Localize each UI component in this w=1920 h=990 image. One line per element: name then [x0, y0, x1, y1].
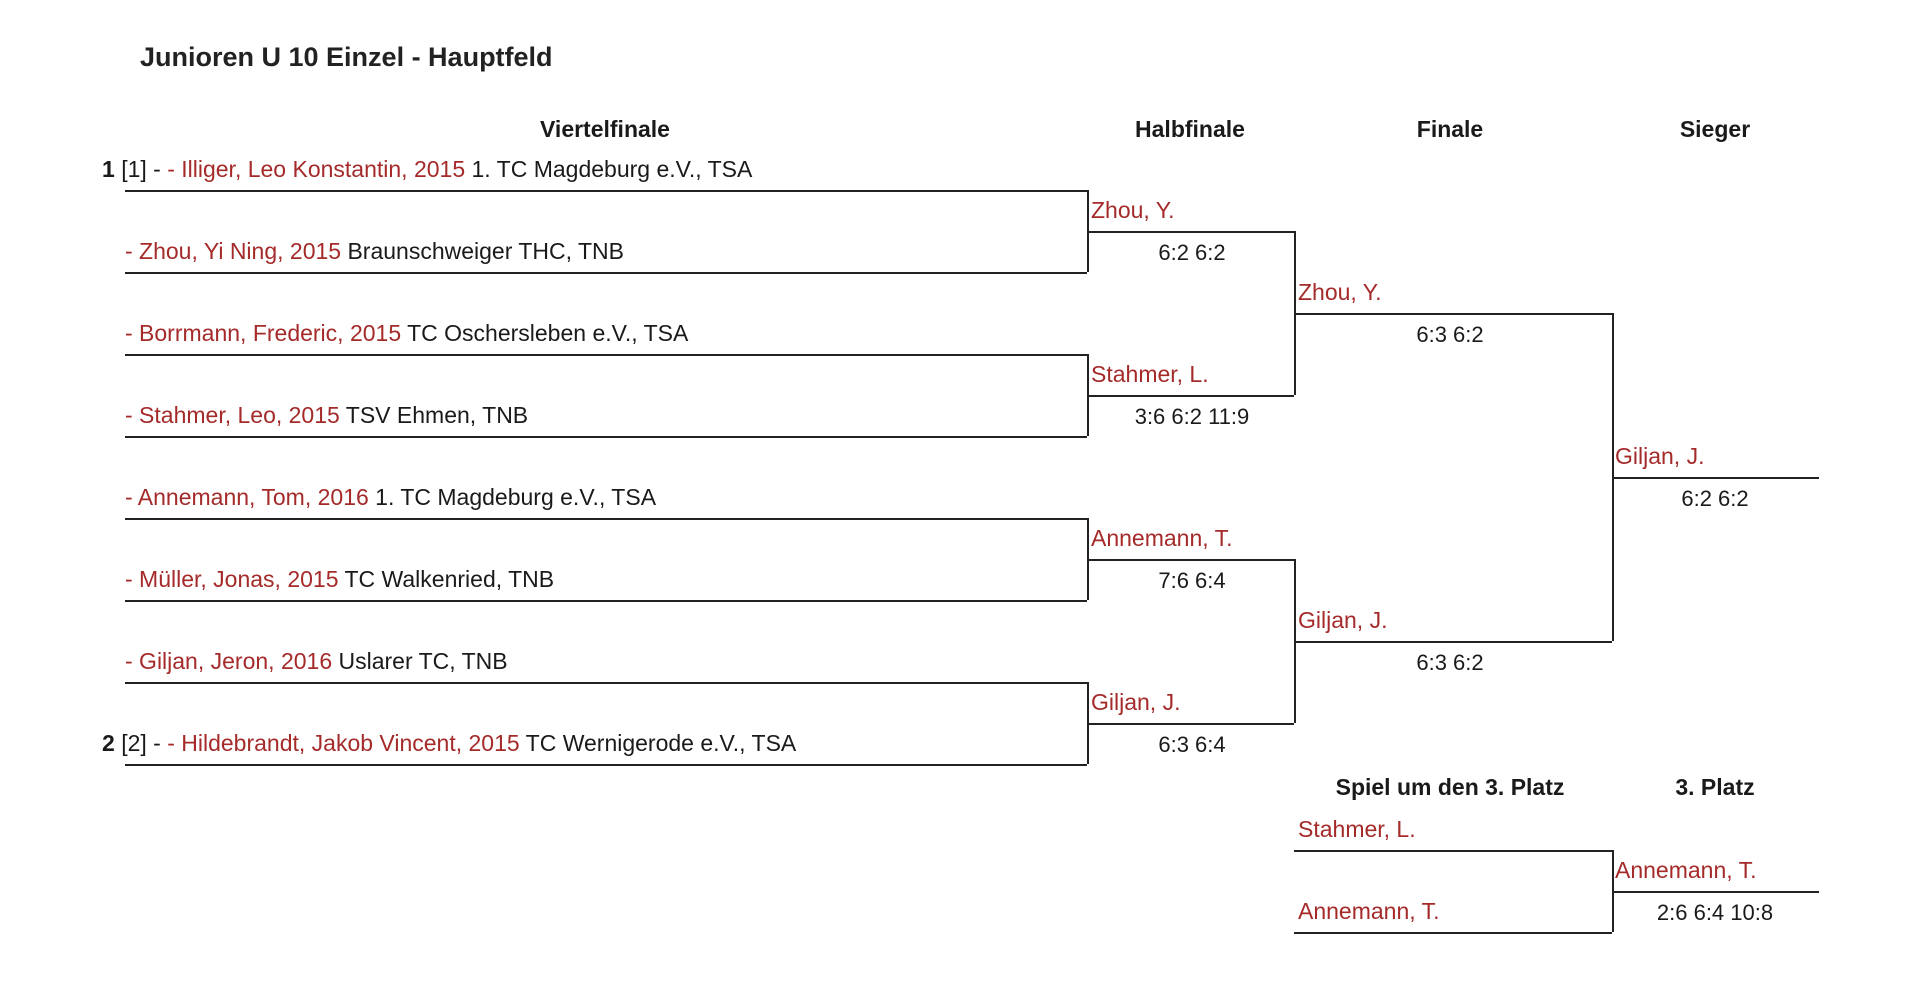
seed-label: [1] - [121, 156, 161, 182]
bracket-line [125, 272, 1087, 274]
draw-entry: - Stahmer, Leo, 2015 TSV Ehmen, TNB [125, 402, 528, 429]
bracket-line [1294, 850, 1612, 852]
header-halbfinale: Halbfinale [1135, 116, 1245, 142]
match-score: 3:6 6:2 11:9 [1134, 404, 1250, 429]
bracket-line [125, 600, 1087, 602]
semifinal-winner-link[interactable]: Zhou, Y. [1091, 197, 1175, 223]
semifinal-winner-link[interactable]: Giljan, J. [1091, 689, 1181, 715]
bracket-line [1612, 477, 1819, 479]
player-name-link[interactable]: - Stahmer, Leo, 2015 [125, 402, 340, 428]
header-finale: Finale [1416, 116, 1484, 142]
header-viertelfinale: Viertelfinale [540, 116, 670, 142]
bracket-line [1294, 641, 1612, 643]
bracket-line [1294, 932, 1612, 934]
player-name-link[interactable]: - Müller, Jonas, 2015 [125, 566, 339, 592]
bracket-line [1087, 231, 1294, 233]
match-score: 6:3 6:2 [1416, 322, 1484, 347]
final-winner-link[interactable]: Giljan, J. [1298, 607, 1388, 633]
bracket-line [125, 354, 1087, 356]
player-club: Braunschweiger THC, TNB [341, 238, 624, 264]
final-winner-link[interactable]: Zhou, Y. [1298, 279, 1382, 305]
draw-position-number: 1 [102, 156, 115, 182]
player-club: 1. TC Magdeburg e.V., TSA [465, 156, 753, 182]
bracket-line [1612, 891, 1819, 893]
player-club: Uslarer TC, TNB [332, 648, 508, 674]
player-name-link[interactable]: - Annemann, Tom, 2016 [125, 484, 369, 510]
player-name-link[interactable]: - Hildebrandt, Jakob Vincent, 2015 [167, 730, 520, 756]
draw-entry: 1 [1] - - Illiger, Leo Konstantin, 2015 … [102, 156, 752, 183]
champion-link[interactable]: Giljan, J. [1615, 443, 1705, 469]
match-score: 7:6 6:4 [1158, 568, 1226, 593]
bracket-line [125, 682, 1087, 684]
player-club: TC Walkenried, TNB [338, 566, 555, 592]
match-score: 6:2 6:2 [1158, 240, 1226, 265]
bracket-line [125, 190, 1087, 192]
semifinal-winner-link[interactable]: Annemann, T. [1091, 525, 1233, 551]
player-club: TSV Ehmen, TNB [339, 402, 529, 428]
third-place-winner-link[interactable]: Annemann, T. [1615, 857, 1757, 883]
draw-entry: - Giljan, Jeron, 2016 Uslarer TC, TNB [125, 648, 508, 675]
draw-entry: - Müller, Jonas, 2015 TC Walkenried, TNB [125, 566, 554, 593]
header-3-platz: 3. Platz [1675, 774, 1755, 800]
draw-entry: - Zhou, Yi Ning, 2015 Braunschweiger THC… [125, 238, 624, 265]
match-score: 6:3 6:2 [1416, 650, 1484, 675]
draw-entry: 2 [2] - - Hildebrandt, Jakob Vincent, 20… [102, 730, 796, 757]
bracket-line [125, 764, 1087, 766]
semifinal-winner-link[interactable]: Stahmer, L. [1091, 361, 1209, 387]
bracket-line [125, 518, 1087, 520]
match-score: 2:6 6:4 10:8 [1656, 900, 1774, 925]
draw-entry: - Annemann, Tom, 2016 1. TC Magdeburg e.… [125, 484, 656, 511]
third-place-player-link[interactable]: Annemann, T. [1298, 898, 1440, 924]
player-name-link[interactable]: - Giljan, Jeron, 2016 [125, 648, 333, 674]
player-name-link[interactable]: - Illiger, Leo Konstantin, 2015 [167, 156, 466, 182]
bracket-line [1087, 395, 1294, 397]
header-sieger: Sieger [1679, 116, 1751, 142]
bracket-line [1087, 723, 1294, 725]
third-place-player-link[interactable]: Stahmer, L. [1298, 816, 1416, 842]
player-club: 1. TC Magdeburg e.V., TSA [368, 484, 657, 510]
player-name-link[interactable]: - Zhou, Yi Ning, 2015 [125, 238, 342, 264]
draw-entry: - Borrmann, Frederic, 2015 TC Oschersleb… [125, 320, 688, 347]
header-spiel-um-3-platz: Spiel um den 3. Platz [1335, 774, 1565, 800]
player-name-link[interactable]: - Borrmann, Frederic, 2015 [125, 320, 402, 346]
bracket-line [1087, 559, 1294, 561]
bracket-line [1294, 313, 1612, 315]
match-score: 6:3 6:4 [1158, 732, 1226, 757]
match-score: 6:2 6:2 [1681, 486, 1749, 511]
draw-position-number: 2 [102, 730, 115, 756]
page-title: Junioren U 10 Einzel - Hauptfeld [140, 42, 553, 72]
player-club: TC Wernigerode e.V., TSA [519, 730, 797, 756]
player-club: TC Oschersleben e.V., TSA [401, 320, 689, 346]
bracket-line [125, 436, 1087, 438]
seed-label: [2] - [121, 730, 161, 756]
